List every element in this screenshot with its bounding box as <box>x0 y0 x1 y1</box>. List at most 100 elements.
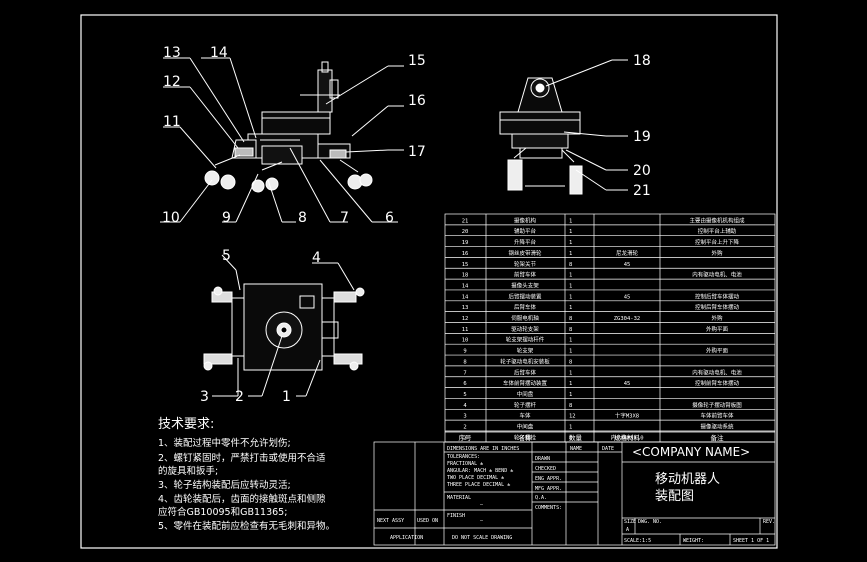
bom-cell-no: 2 <box>463 425 466 431</box>
bom-cell-no: 20 <box>462 229 469 235</box>
bom-cell-no: 6 <box>463 381 466 387</box>
balloon-9: 9 <box>222 210 231 226</box>
balloon-13: 13 <box>163 45 181 61</box>
balloon-18: 18 <box>633 53 651 69</box>
material-dash: — <box>480 502 484 508</box>
bom-cell-qty: 1 <box>569 349 572 355</box>
bom-cell-name: 摄像头支架 <box>511 281 539 289</box>
finish-dash: — <box>480 518 484 524</box>
title-block-text: DIMENSIONS ARE IN INCHES TOLERANCES: FRA… <box>377 446 775 544</box>
bom-cell-qty: 1 <box>569 240 572 246</box>
note-line: 2、螺钉紧固时，严禁打击或使用不合适 <box>158 452 326 464</box>
bom-cell-no: 21 <box>462 218 469 224</box>
balloon-12: 12 <box>163 74 181 90</box>
balloon-14: 14 <box>210 45 228 61</box>
scale-label: SCALE:1:5 <box>624 538 651 544</box>
balloon-21: 21 <box>633 183 651 199</box>
role-eng: ENG APPR. <box>535 476 562 482</box>
bom-cell-qty: 8 <box>569 327 572 333</box>
bom-cell-no: 14 <box>462 283 469 289</box>
balloon-16: 16 <box>408 93 426 109</box>
bom-cell-name: 轮子摆杆 <box>514 401 537 409</box>
bom-cell-no: 3 <box>463 414 466 420</box>
bom-cell-remark: 摄像轮子摆动臂板图 <box>692 401 742 409</box>
bom-cell-remark: 内有驱动电机、电池 <box>692 368 742 376</box>
bom-cell-no: 12 <box>462 316 469 322</box>
bom-cell-qty: 1 <box>569 294 572 300</box>
role-checked: CHECKED <box>535 466 556 472</box>
balloon-20: 20 <box>633 163 651 179</box>
note-line: 5、零件在装配前应检查有无毛刺和异物。 <box>158 520 335 532</box>
bom-header-no: 序号 <box>459 433 473 442</box>
bom-cell-name: 钢丝皮带滑轮 <box>508 249 542 257</box>
application: APPLICATION <box>390 535 423 541</box>
bom-cell-qty: 12 <box>569 414 576 420</box>
rev-label: REV. <box>763 519 775 525</box>
bom-cell-remark: 外购平面 <box>706 325 729 333</box>
bom-cell-material: 45 <box>624 294 631 300</box>
balloon-17: 17 <box>408 144 426 160</box>
bom-cell-no: 18 <box>462 273 469 279</box>
bom-cell-qty: 1 <box>569 229 572 235</box>
balloon-7: 7 <box>340 210 349 226</box>
bom-cell-qty: 1 <box>569 338 572 344</box>
role-drawn: DRAWN <box>535 456 550 462</box>
weight-label: WEIGHT: <box>683 538 704 544</box>
bom-cell-qty: 8 <box>569 262 572 268</box>
side-view <box>204 61 373 193</box>
front-view <box>499 77 583 195</box>
bom-cell-remark: 车体前臂车体 <box>700 412 734 420</box>
material-label: MATERIAL <box>447 495 471 501</box>
bom-cell-qty: 1 <box>569 392 572 398</box>
bom-cell-qty: 8 <box>569 403 572 409</box>
do-not-scale: DO NOT SCALE DRAWING <box>452 535 512 541</box>
bom-cell-name: 升降平台 <box>514 238 537 246</box>
bom-cell-no: 11 <box>462 327 469 333</box>
leader-lines <box>160 57 628 397</box>
technical-requirements: 技术要求: 1、装配过程中零件不允许划伤; 2、螺钉紧固时，严禁打击或使用不合适… <box>158 417 335 532</box>
balloon-6: 6 <box>385 210 394 226</box>
bom-header-material: 规格材料 <box>614 433 641 442</box>
role-qa: Q.A. <box>535 495 547 501</box>
sheet-label: SHEET 1 OF 1 <box>733 538 769 544</box>
top-view <box>203 283 365 371</box>
balloon-3: 3 <box>200 389 209 405</box>
size-label: SIZE <box>624 519 636 525</box>
bom-cell-no: 14 <box>462 294 469 300</box>
bom-cell-name: 轮子螺栓 <box>514 433 537 441</box>
balloon-4: 4 <box>312 250 321 266</box>
balloon-5: 5 <box>222 248 231 264</box>
bom-cell-name: 驱动轮支架 <box>511 325 539 333</box>
bom-cell-name: 中间盘 <box>517 390 534 398</box>
bom-cell-remark: 内有驱动电机、电池 <box>692 271 742 279</box>
finish-label: FINISH <box>447 513 465 519</box>
bom-cell-no: 9 <box>463 349 466 355</box>
bom-cell-material: ZG304-32 <box>614 316 641 322</box>
bom-cell-qty: 8 <box>569 435 572 441</box>
bom-cell-remark: 外购 <box>711 249 723 257</box>
bom-cell-no: 1 <box>463 435 466 441</box>
balloon-10: 10 <box>162 210 180 226</box>
bom-cell-no: 10 <box>462 338 469 344</box>
dims-line: FRACTIONAL ± <box>447 461 483 467</box>
bom-header-name: 名称 <box>519 433 533 442</box>
bom-cell-name: 伺服电机轴 <box>511 314 539 322</box>
bom-cell-name: 摄像机构 <box>514 216 537 224</box>
dwg-label: DWG. NO. <box>638 519 662 525</box>
bom-cell-qty: 1 <box>569 381 572 387</box>
sheet-border <box>80 14 778 549</box>
bom-cell-material: 内六角M5X10 <box>610 433 643 441</box>
balloon-8: 8 <box>298 210 307 226</box>
bom-cell-name: 车体 <box>519 412 531 420</box>
notes-title: 技术要求: <box>158 417 214 432</box>
title-block <box>373 441 776 546</box>
bom-cell-no: 5 <box>463 392 466 398</box>
bom-cell-name: 后臂车体 <box>514 368 537 376</box>
bom-cell-remark: 控制后臂车体摆动 <box>695 303 740 311</box>
next-assy: NEXT ASSY <box>377 518 404 524</box>
bom-cell-name: 前臂车体 <box>514 271 537 279</box>
bom-cell-name: 后臂车体 <box>514 303 537 311</box>
bom-cell-no: 15 <box>462 262 469 268</box>
